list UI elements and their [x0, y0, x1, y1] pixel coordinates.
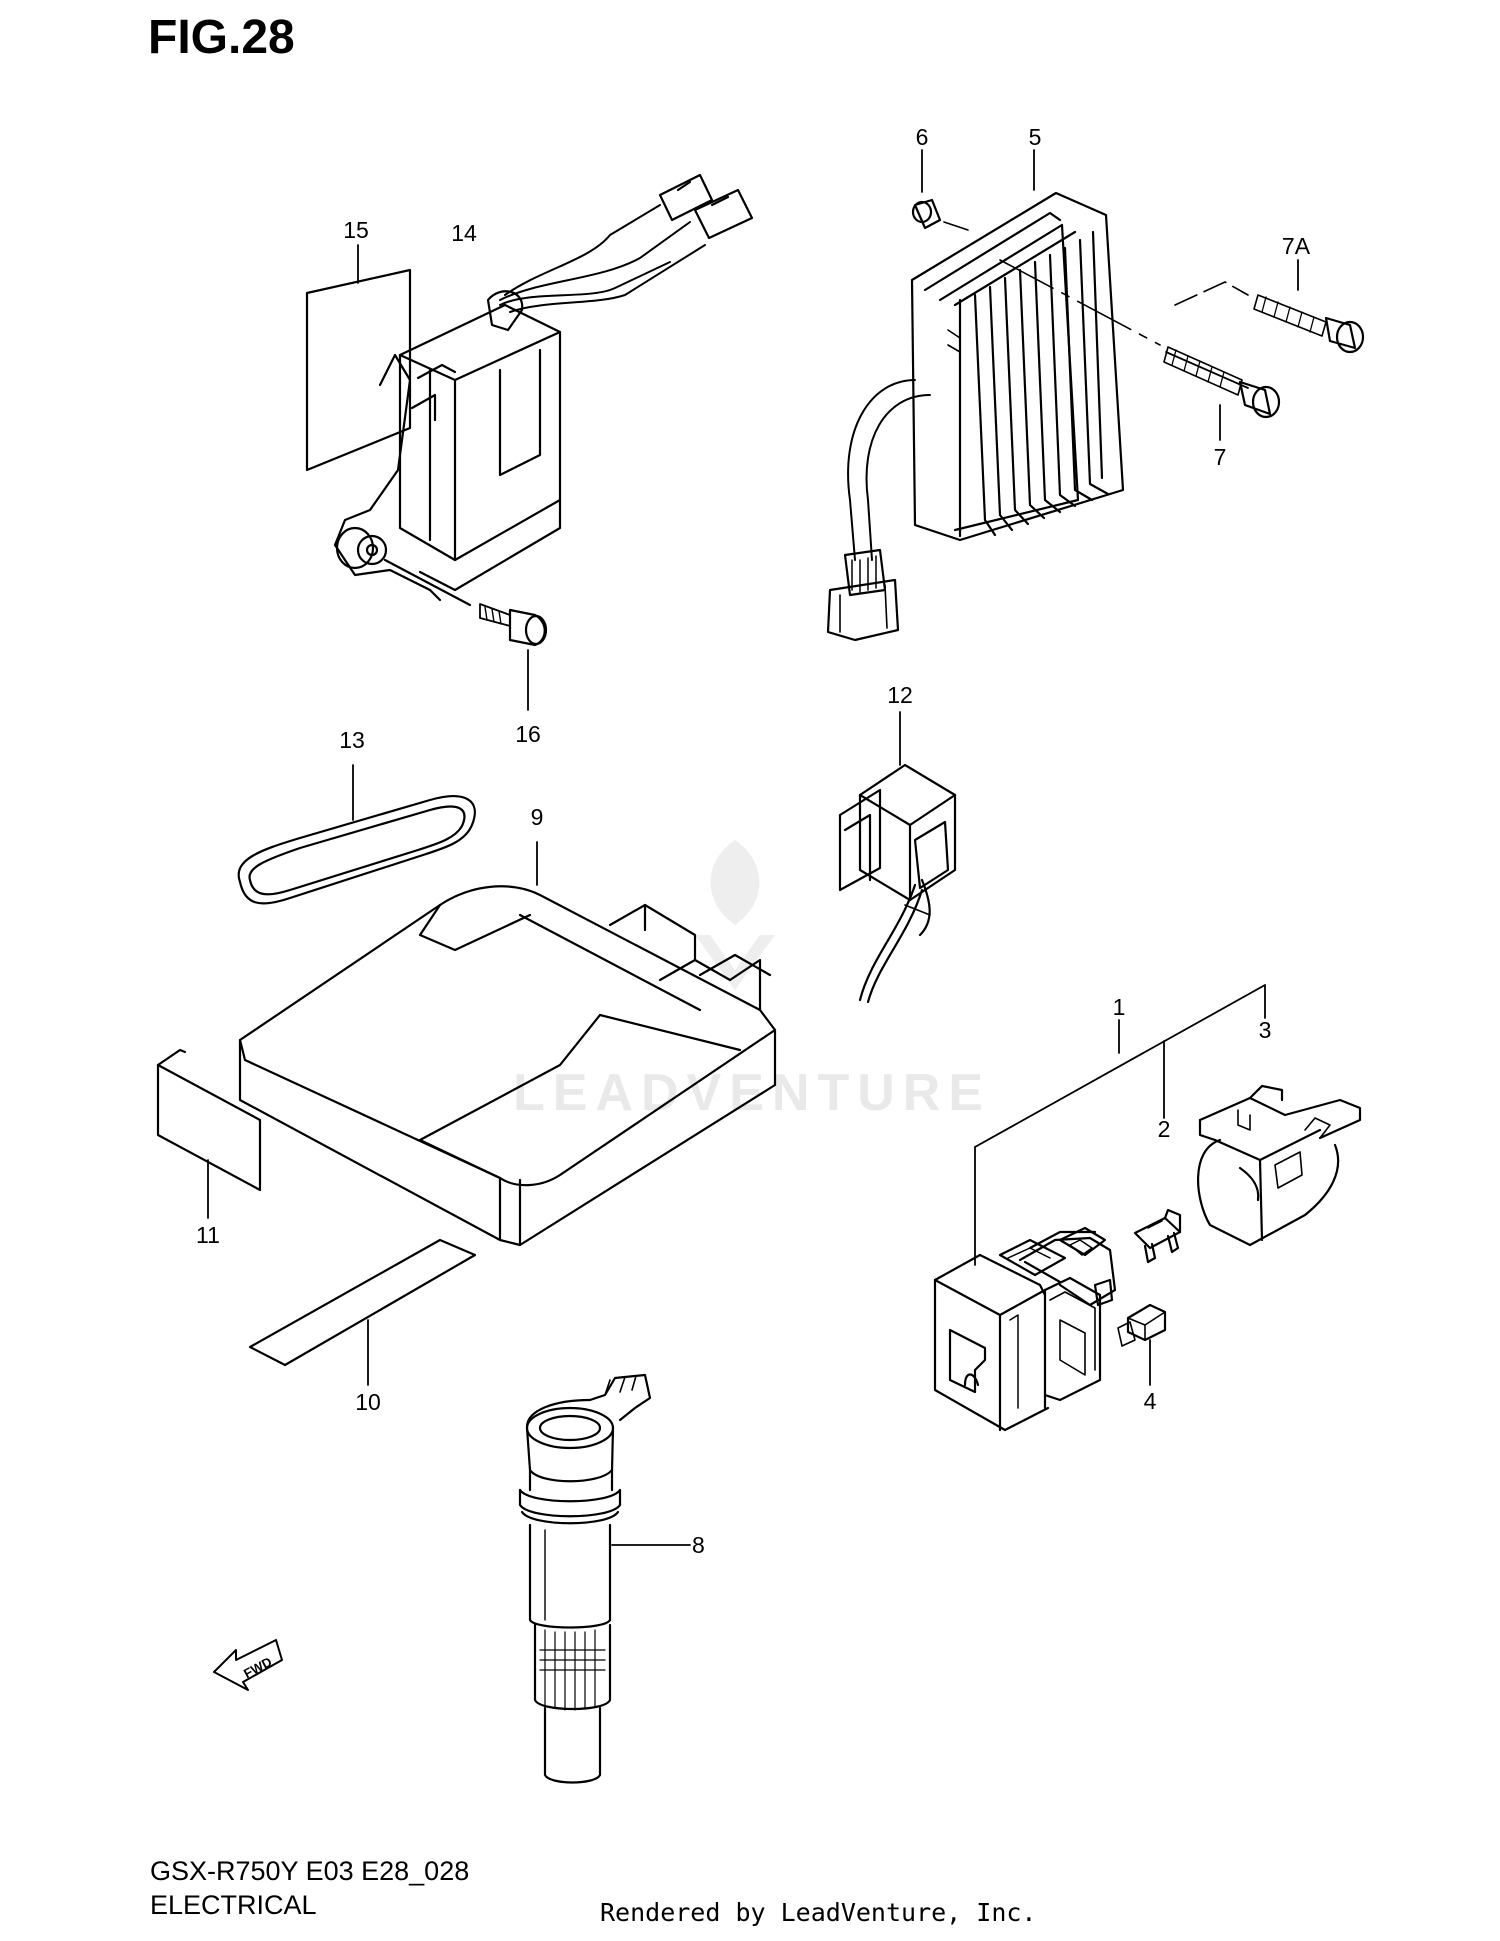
model-code: GSX-R750Y E03 E28_028 — [150, 1856, 470, 1886]
callout-11: 11 — [196, 1222, 220, 1248]
callout-14: 14 — [451, 220, 477, 246]
part-15-pad — [305, 244, 412, 472]
part-7-bolt — [999, 259, 1281, 441]
part-9-ecm — [238, 841, 777, 1247]
part-6-collar — [911, 149, 969, 231]
section-name: ELECTRICAL — [150, 1890, 317, 1920]
part-3-fuse-box-cover — [1196, 1084, 1362, 1247]
callout-7: 7 — [1214, 444, 1227, 470]
callout-8: 8 — [692, 1532, 705, 1558]
part-7a-bolt — [1174, 259, 1365, 354]
part-12-relay — [838, 711, 957, 1004]
callout-16: 16 — [515, 721, 541, 747]
watermark: LEADVENTURE — [513, 840, 991, 1122]
watermark-text: LEADVENTURE — [513, 1064, 991, 1122]
part-10-pad — [248, 1238, 477, 1386]
callout-4: 4 — [1144, 1388, 1157, 1414]
callout-2: 2 — [1158, 1116, 1171, 1142]
callout-labels: 1 2 3 4 5 6 7 7A 8 9 10 11 12 13 14 15 1… — [196, 124, 1311, 1558]
callout-6: 6 — [916, 124, 929, 150]
callout-5: 5 — [1029, 124, 1042, 150]
callout-1: 1 — [1113, 994, 1126, 1020]
fwd-arrow-icon — [213, 1639, 283, 1691]
callout-13: 13 — [339, 727, 365, 753]
figure-title: FIG.28 — [148, 11, 295, 64]
callout-15: 15 — [343, 217, 369, 243]
part-13-seal-ring — [237, 764, 476, 905]
part-4-screw — [1117, 1303, 1167, 1386]
callout-3: 3 — [1259, 1017, 1272, 1043]
part-5-regulator-rectifier — [826, 149, 1125, 642]
part-14-igniter-unit — [333, 173, 754, 607]
part-8-ignition-coil — [518, 1373, 691, 1784]
watermark-flame-icon — [710, 840, 760, 925]
fwd-direction-arrow: FWD — [213, 1639, 283, 1691]
callout-9: 9 — [531, 804, 544, 830]
part-16-bolt — [479, 603, 548, 711]
render-credit: Rendered by LeadVenture, Inc. — [600, 1898, 1037, 1927]
part-2-fuse — [1133, 1208, 1182, 1264]
part-1-fuse-box — [933, 984, 1266, 1432]
watermark-chevron-icon — [695, 935, 775, 990]
callout-12: 12 — [887, 682, 913, 708]
part-11-label — [156, 1048, 262, 1219]
callout-7a: 7A — [1282, 233, 1311, 259]
callout-10: 10 — [355, 1389, 381, 1415]
